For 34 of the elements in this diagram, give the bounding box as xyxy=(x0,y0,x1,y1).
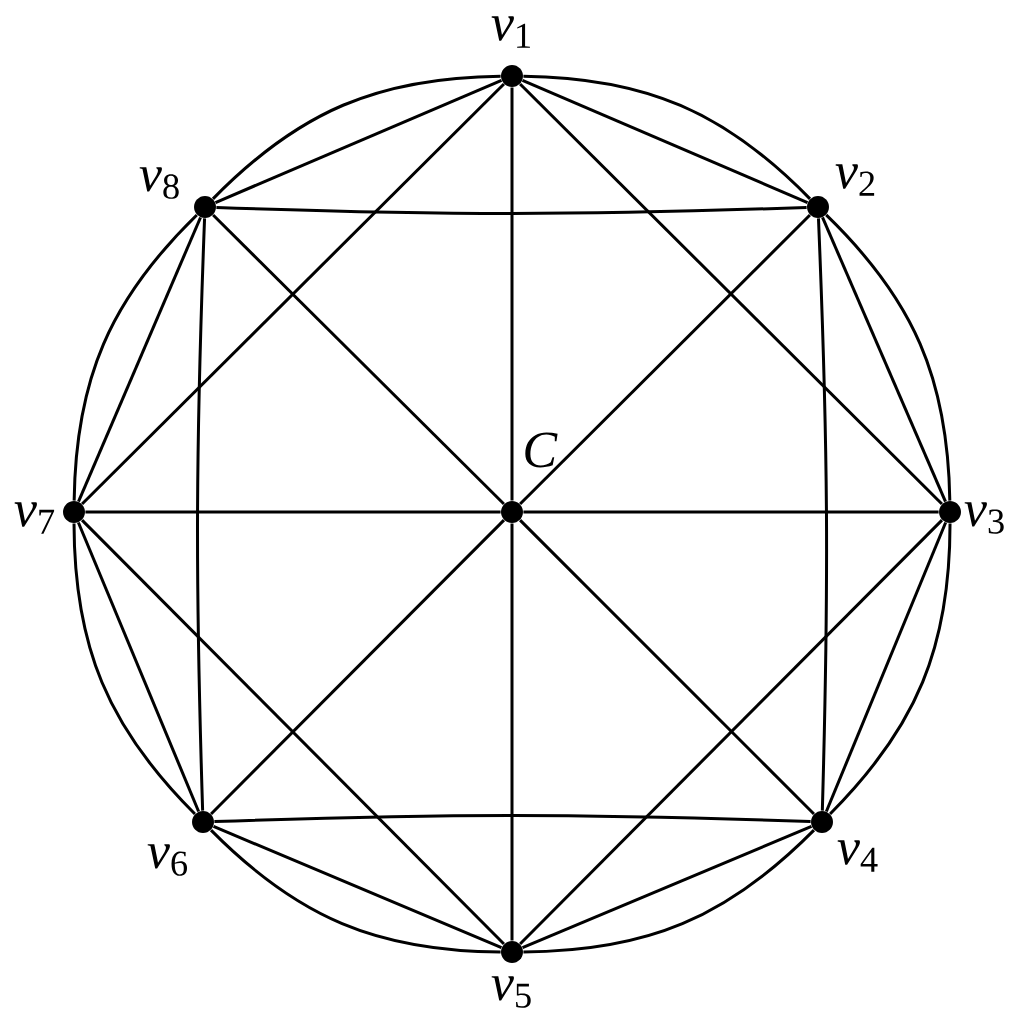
vertex-dot xyxy=(807,196,829,218)
vertex-dot xyxy=(939,501,961,523)
vertex-label: v$_{2}$ xyxy=(835,164,875,196)
edge-line xyxy=(519,83,943,506)
edge-line xyxy=(196,218,207,811)
edge-line xyxy=(80,519,506,945)
vertex-label: v$_{7}$ xyxy=(14,502,55,534)
vertex-label: v$_{6}$ xyxy=(147,844,188,876)
edge-line xyxy=(210,519,506,815)
vertex-dot xyxy=(501,941,523,963)
edge-line xyxy=(214,814,811,824)
vertex-dot xyxy=(63,501,85,523)
edge-line xyxy=(212,213,505,506)
edge-line xyxy=(85,510,501,514)
vertex-label: v$_{8}$ xyxy=(139,167,179,199)
edge-line xyxy=(519,519,815,815)
edge-line xyxy=(519,214,811,506)
vertex-label: v$_{4}$ xyxy=(837,840,878,872)
edge-line xyxy=(216,205,807,215)
vertex-dot xyxy=(501,65,523,87)
vertex-label: v$_{3}$ xyxy=(964,502,1004,534)
edge-line xyxy=(519,519,944,945)
edge-line xyxy=(817,218,829,811)
edge-line xyxy=(81,83,505,506)
edge-line xyxy=(510,523,514,941)
vertex-label: C xyxy=(525,432,558,468)
vertex-dot xyxy=(192,811,214,833)
vertex-dot xyxy=(194,196,216,218)
edge-line xyxy=(523,510,939,514)
vertex-label: v$_{5}$ xyxy=(491,976,531,1008)
vertex-dot xyxy=(501,501,523,523)
edge-line xyxy=(510,87,514,501)
vertex-dot xyxy=(811,811,833,833)
vertex-label: v$_{1}$ xyxy=(491,16,530,48)
